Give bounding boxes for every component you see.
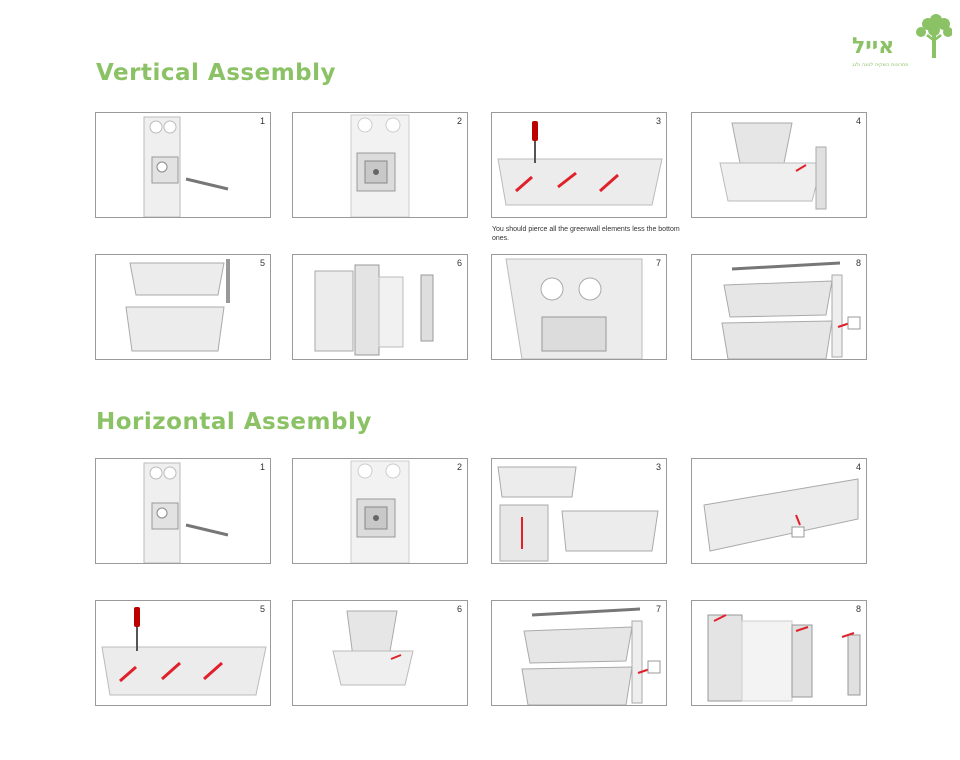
vertical-step-2: 2	[292, 112, 468, 218]
vertical-step-6: 6	[292, 254, 468, 360]
horizontal-step-3: 3	[491, 458, 667, 564]
vertical-step-8: 8	[691, 254, 867, 360]
logo-tagline: פתרונות השקיה לגינה ולגג	[852, 62, 909, 68]
step-illustration	[719, 122, 827, 210]
step-number: 7	[655, 604, 661, 614]
step-illustration	[497, 466, 659, 562]
vertical-step-3: 3	[491, 112, 667, 218]
horizontal-step-2: 2	[292, 458, 468, 564]
step-number: 8	[855, 604, 861, 614]
step-illustration	[707, 614, 861, 702]
step-illustration	[332, 610, 414, 686]
horizontal-step-1: 1	[95, 458, 271, 564]
step-number: 1	[259, 462, 265, 472]
step-illustration	[125, 259, 230, 352]
step-illustration	[497, 121, 663, 206]
horizontal-assembly-title: Horizontal Assembly	[96, 409, 372, 435]
vertical-step-5: 5	[95, 254, 271, 360]
step-illustration	[721, 261, 861, 359]
step-number: 6	[456, 258, 462, 268]
step-number: 8	[855, 258, 861, 268]
step-number: 6	[456, 604, 462, 614]
tree-icon	[916, 14, 952, 58]
horizontal-step-6: 6	[292, 600, 468, 706]
horizontal-step-4: 4	[691, 458, 867, 564]
step-number: 3	[655, 116, 661, 126]
step-number: 4	[855, 462, 861, 472]
step-illustration	[350, 114, 410, 217]
step-number: 7	[655, 258, 661, 268]
vertical-step-4: 4	[691, 112, 867, 218]
step-illustration	[314, 264, 434, 356]
step-illustration	[703, 478, 859, 552]
step-number: 2	[456, 116, 462, 126]
step-illustration	[143, 116, 229, 217]
step-illustration	[143, 462, 229, 563]
pierce-note: You should pierce all the greenwall elem…	[492, 226, 680, 242]
step-number: 2	[456, 462, 462, 472]
vertical-step-7: 7	[491, 254, 667, 360]
step-illustration	[521, 607, 661, 705]
step-number: 3	[655, 462, 661, 472]
step-illustration	[505, 258, 643, 359]
horizontal-step-8: 8	[691, 600, 867, 706]
horizontal-step-5: 5	[95, 600, 271, 706]
vertical-assembly-title: Vertical Assembly	[96, 60, 336, 86]
step-illustration	[101, 607, 267, 696]
step-illustration	[350, 460, 410, 563]
company-logo	[916, 14, 952, 58]
vertical-step-1: 1	[95, 112, 271, 218]
horizontal-step-7: 7	[491, 600, 667, 706]
step-number: 5	[259, 258, 265, 268]
step-number: 1	[259, 116, 265, 126]
logo-wordmark: אייל	[852, 34, 895, 59]
step-number: 5	[259, 604, 265, 614]
step-number: 4	[855, 116, 861, 126]
